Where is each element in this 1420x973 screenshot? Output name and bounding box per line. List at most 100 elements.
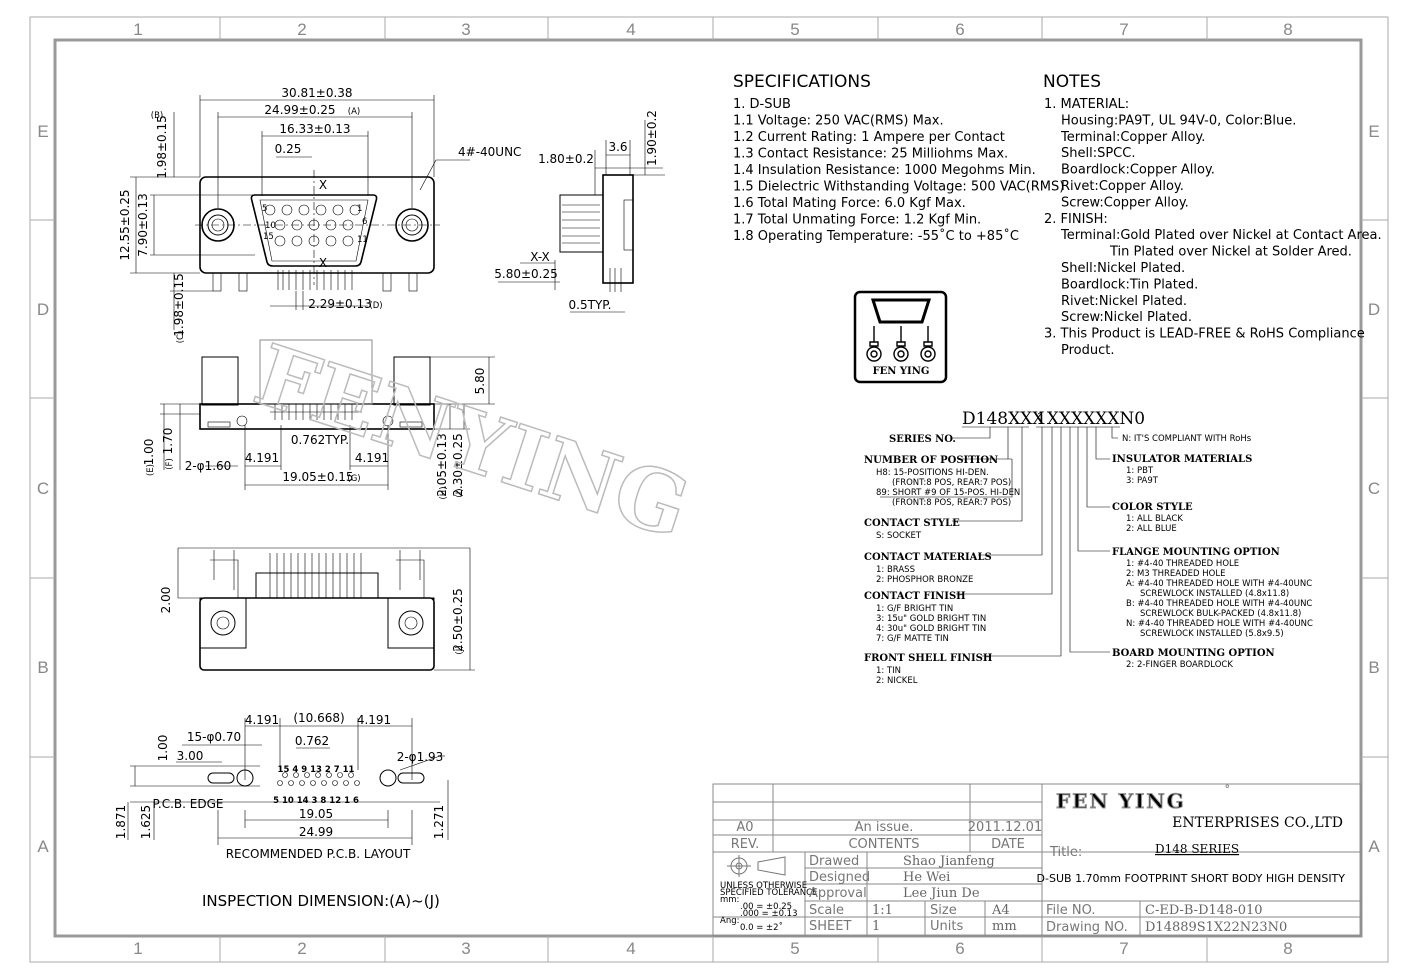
- tolerance-line: .00 = ±0.25: [740, 902, 792, 912]
- option-item: SCREWLOCK INSTALLED (4.8x11.8): [1140, 589, 1289, 599]
- zone-row-label: A: [37, 837, 49, 856]
- zone-column-label: 3: [461, 20, 470, 39]
- part-code-b: 1XXXXXXN0: [1036, 409, 1145, 429]
- logo-text: FEN YING: [873, 366, 930, 377]
- drawing-label: Drawing NO.: [1046, 920, 1128, 935]
- note-line: Product.: [1061, 343, 1115, 358]
- option-item: 1: G/F BRIGHT TIN: [876, 604, 953, 614]
- option-group-title: CONTACT STYLE: [864, 518, 960, 529]
- approved-by: Lee Jiun De: [903, 886, 980, 901]
- front-hole: 2-φ1.60: [185, 459, 232, 473]
- note-line: Tin Plated over Nickel at Solder Ared.: [1109, 245, 1352, 260]
- option-item: H8: 15-POSITIONS HI-DEN.: [876, 468, 989, 478]
- note-line: Boardlock:Tin Plated.: [1061, 277, 1198, 292]
- projection-symbol-icon: [727, 855, 786, 877]
- zone-column-label: 2: [297, 20, 306, 39]
- units-value: mm: [992, 919, 1017, 934]
- option-item: 1: BRASS: [876, 565, 915, 575]
- zone-row-label: A: [1368, 837, 1380, 856]
- tolerance-line: SPECIFIED TOLERANCE: [720, 888, 817, 898]
- note-line: 1. MATERIAL:: [1044, 97, 1129, 112]
- spec-line: 1.1 Voltage: 250 VAC(RMS) Max.: [733, 114, 944, 129]
- rev-date: 2011.12.01: [968, 820, 1042, 835]
- bottom-dim-b: 2.50±0.25: [451, 588, 465, 652]
- pin-label-1: 1: [357, 204, 362, 214]
- zone-column-label: 8: [1283, 20, 1292, 39]
- spec-line: 1.6 Total Mating Force: 6.0 Kgf Max.: [733, 196, 966, 211]
- pcb-v3: 1.271: [432, 805, 446, 839]
- pcb-row-bottom: 5 10 14 3 8 12 1 6: [273, 796, 359, 806]
- sheet-label: SHEET: [809, 919, 851, 934]
- contents-label: CONTENTS: [848, 837, 919, 852]
- company-name: FEN YING: [1056, 789, 1186, 813]
- zone-column-label: 4: [626, 20, 635, 39]
- drawing-description: D-SUB 1.70mm FOOTPRINT SHORT BODY HIGH D…: [1037, 872, 1346, 885]
- option-item: SCREWLOCK BULK-PACKED (4.8x11.8): [1140, 609, 1301, 619]
- scale-value: 1:1: [872, 903, 893, 918]
- zone-column-label: 7: [1119, 20, 1128, 39]
- series-title: D148 SERIES: [1155, 842, 1239, 856]
- side-dim-c: 1.90±0.2: [645, 110, 659, 166]
- note-line: Shell:Nickel Plated.: [1061, 261, 1185, 276]
- dim-tag-c: (C): [176, 331, 186, 344]
- spec-line: 1.4 Insulation Resistance: 1000 Megohms …: [733, 163, 1036, 178]
- pcb-v2: 1.625: [139, 805, 153, 839]
- front-dim-h2: 2.05±0.13: [435, 433, 449, 497]
- pin-sockets: [264, 204, 361, 247]
- option-group-title: CONTACT MATERIALS: [864, 552, 992, 563]
- pcb-width-2: 24.99: [299, 825, 333, 839]
- front-right: 4.191: [355, 451, 389, 465]
- side-section-label: X-X: [530, 250, 550, 264]
- option-item: 1: ALL BLACK: [1126, 514, 1183, 524]
- option-item: B: #4-40 THREADED HOLE WITH #4-40UNC: [1126, 599, 1312, 609]
- side-view: 1.80±0.2 3.6 1.90±0.2 X-X 5.80±0.25 0.5T…: [494, 110, 665, 313]
- option-item: 7: G/F MATTE TIN: [876, 634, 949, 644]
- dim-b: 1.98±0.15: [155, 115, 169, 179]
- tolerance-line: .000 = ±0.13: [740, 909, 798, 919]
- side-dim-e: 0.5TYP.: [569, 298, 612, 312]
- option-group-title: BOARD MOUNTING OPTION: [1112, 648, 1275, 659]
- zone-row-label: C: [37, 479, 49, 498]
- pcb-dim-l: 4.191: [245, 713, 279, 727]
- dim-overall-width: 30.81±0.38: [281, 86, 352, 100]
- section-x-top: X: [319, 178, 327, 192]
- size-value: A4: [991, 903, 1010, 918]
- side-dim-b: 3.6: [608, 140, 627, 154]
- front-tag-h: (H): [439, 486, 449, 499]
- designed-label: Designed: [809, 870, 870, 885]
- zone-column-label: 3: [461, 939, 470, 958]
- title-block: A0 An issue. 2011.12.01 REV. CONTENTS DA…: [712, 783, 1362, 937]
- pcb-edge-label: P.C.B. EDGE: [153, 797, 224, 811]
- pcb-dim-a: 1.00: [156, 735, 170, 762]
- dim-tag-a: (A): [348, 107, 360, 117]
- front-view: 5.80 1.00 (E) 1.70 (F) 2-φ1.60 0.762TYP.…: [142, 324, 701, 558]
- specifications-title: SPECIFICATIONS: [733, 72, 871, 92]
- zone-column-label: 4: [626, 939, 635, 958]
- zone-column-label: 8: [1283, 939, 1292, 958]
- zone-column-label: 1: [133, 20, 142, 39]
- zone-column-label: 5: [790, 939, 799, 958]
- option-item: N: #4-40 THREADED HOLE WITH #4-40UNC: [1126, 619, 1313, 629]
- front-tag-e: (E): [146, 464, 156, 476]
- note-line: Shell:SPCC.: [1061, 146, 1135, 161]
- note-line: Housing:PA9T, UL 94V-0, Color:Blue.: [1061, 113, 1296, 128]
- dim-tag-d: (D): [369, 301, 382, 311]
- pcb-dim-r: 4.191: [357, 713, 391, 727]
- pcb-dim-mid: (10.668): [293, 711, 344, 725]
- option-item: 89: SHORT #9 OF 15-POS. HI-DEN: [876, 488, 1020, 498]
- scale-label: Scale: [809, 903, 844, 918]
- note-line: 2. FINISH:: [1044, 212, 1108, 227]
- part-number-breakdown: D148XXX 1XXXXXXN0 N: IT'S COMPLIANT WITH…: [864, 409, 1313, 686]
- option-item: 4: 30u" GOLD BRIGHT TIN: [876, 624, 986, 634]
- screw-callout: 4#-40UNC: [458, 145, 521, 159]
- spec-line: 1.3 Contact Resistance: 25 Milliohms Max…: [733, 147, 1008, 162]
- approval-label: Approval: [809, 886, 867, 901]
- part-code-a: D148XXX: [962, 409, 1045, 429]
- note-line: Terminal:Copper Alloy.: [1060, 130, 1205, 145]
- pcb-dim-b: 3.00: [177, 749, 204, 763]
- top-view: 30.81±0.38 24.99±0.25 (A) 16.33±0.13 0.2…: [118, 86, 521, 343]
- zone-row-label: B: [37, 658, 48, 677]
